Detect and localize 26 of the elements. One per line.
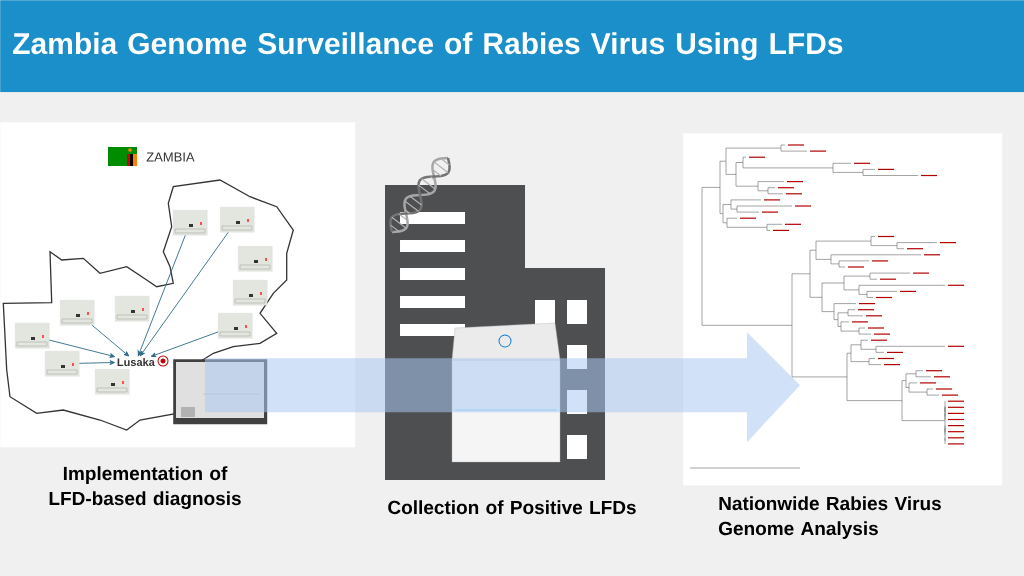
arrow <box>78 360 115 365</box>
test-strip-picture <box>173 210 208 236</box>
arrow <box>150 331 219 358</box>
test-strip-picture <box>115 296 150 322</box>
arrow <box>91 324 130 357</box>
test-strip-picture <box>233 280 268 306</box>
test-strip-picture <box>238 246 273 272</box>
test-strip-picture <box>220 207 255 233</box>
country-label: ZAMBIA <box>146 152 195 162</box>
test-strip-picture <box>15 323 50 349</box>
arrow <box>48 339 116 358</box>
arrow <box>139 231 229 357</box>
test-strip-picture <box>218 313 253 339</box>
panel-caption: Collection of Positive LFDs <box>388 500 636 515</box>
phylogenetic-tree-drawing <box>683 133 1003 486</box>
panel-caption: Nationwide Rabies Virus Genome Analysis <box>719 496 941 539</box>
test-device-photo <box>173 359 268 425</box>
title-banner: Zambia Genome Surveillance of Rabies Virus Using LFDs <box>0 0 1024 93</box>
large-arrow <box>205 332 800 443</box>
test-strip-picture <box>95 369 130 395</box>
place-label: Lusaka <box>117 357 155 367</box>
lab-building-drawing <box>385 156 605 480</box>
panel-caption: Implementation of LFD-based diagnosis <box>49 466 241 509</box>
test-strip-picture <box>45 351 80 377</box>
test-strip-picture <box>60 300 95 326</box>
arrow <box>137 234 186 357</box>
